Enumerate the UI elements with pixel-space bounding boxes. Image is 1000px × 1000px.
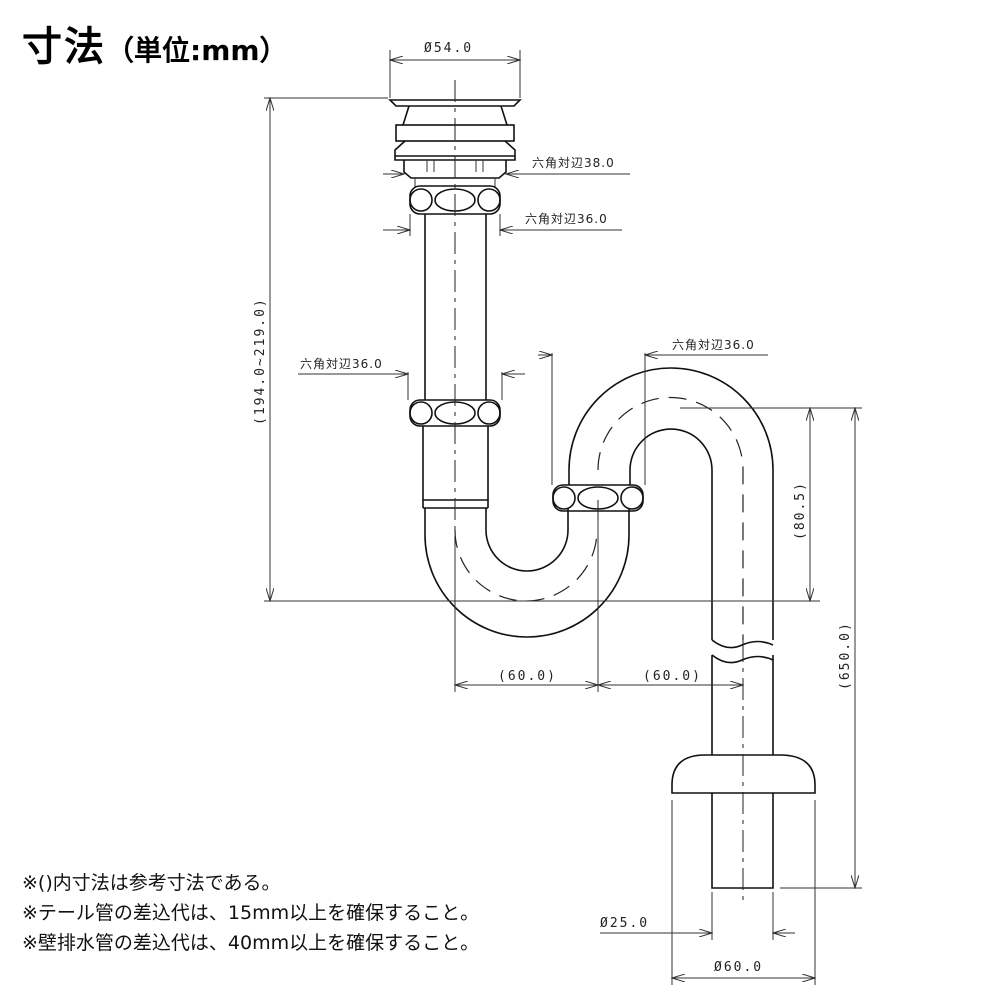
note-item: ※()内寸法は参考寸法である。	[22, 872, 281, 894]
dim-hex-middle-nut: 六角対辺36.0	[300, 357, 383, 371]
dim-hex-trap-nut: 六角対辺36.0	[672, 338, 755, 352]
break-symbol	[711, 639, 774, 664]
trap-return-bend	[568, 367, 774, 640]
dim-offset-right: (60.0)	[643, 669, 702, 684]
dimension-lines	[264, 50, 862, 985]
dim-strainer-diameter: Ø54.0	[424, 41, 473, 56]
note-item: ※壁排水管の差込代は、40mm以上を確保すること。	[22, 932, 480, 954]
dim-trap-height: (80.5)	[793, 481, 808, 540]
note-item: ※テール管の差込代は、15mm以上を確保すること。	[22, 902, 480, 924]
notes: ※()内寸法は参考寸法である。 ※テール管の差込代は、15mm以上を確保すること…	[22, 868, 479, 958]
dim-hex-top: 六角対辺38.0	[532, 156, 615, 170]
dim-hex-upper-nut: 六角対辺36.0	[525, 212, 608, 226]
dim-total-length: (650.0)	[838, 621, 853, 690]
title-main: 寸法	[22, 24, 106, 70]
trap-bend	[424, 508, 630, 638]
tail-pipe	[424, 214, 487, 400]
dim-offset-left: (60.0)	[498, 669, 557, 684]
dim-height-range: (194.0~219.0)	[253, 297, 268, 425]
title-unit: （単位:mm）	[106, 34, 288, 67]
page-title: 寸法（単位:mm）	[22, 14, 288, 72]
dim-pipe-diameter: Ø25.0	[600, 916, 649, 931]
dim-flange-diameter: Ø60.0	[714, 960, 763, 975]
